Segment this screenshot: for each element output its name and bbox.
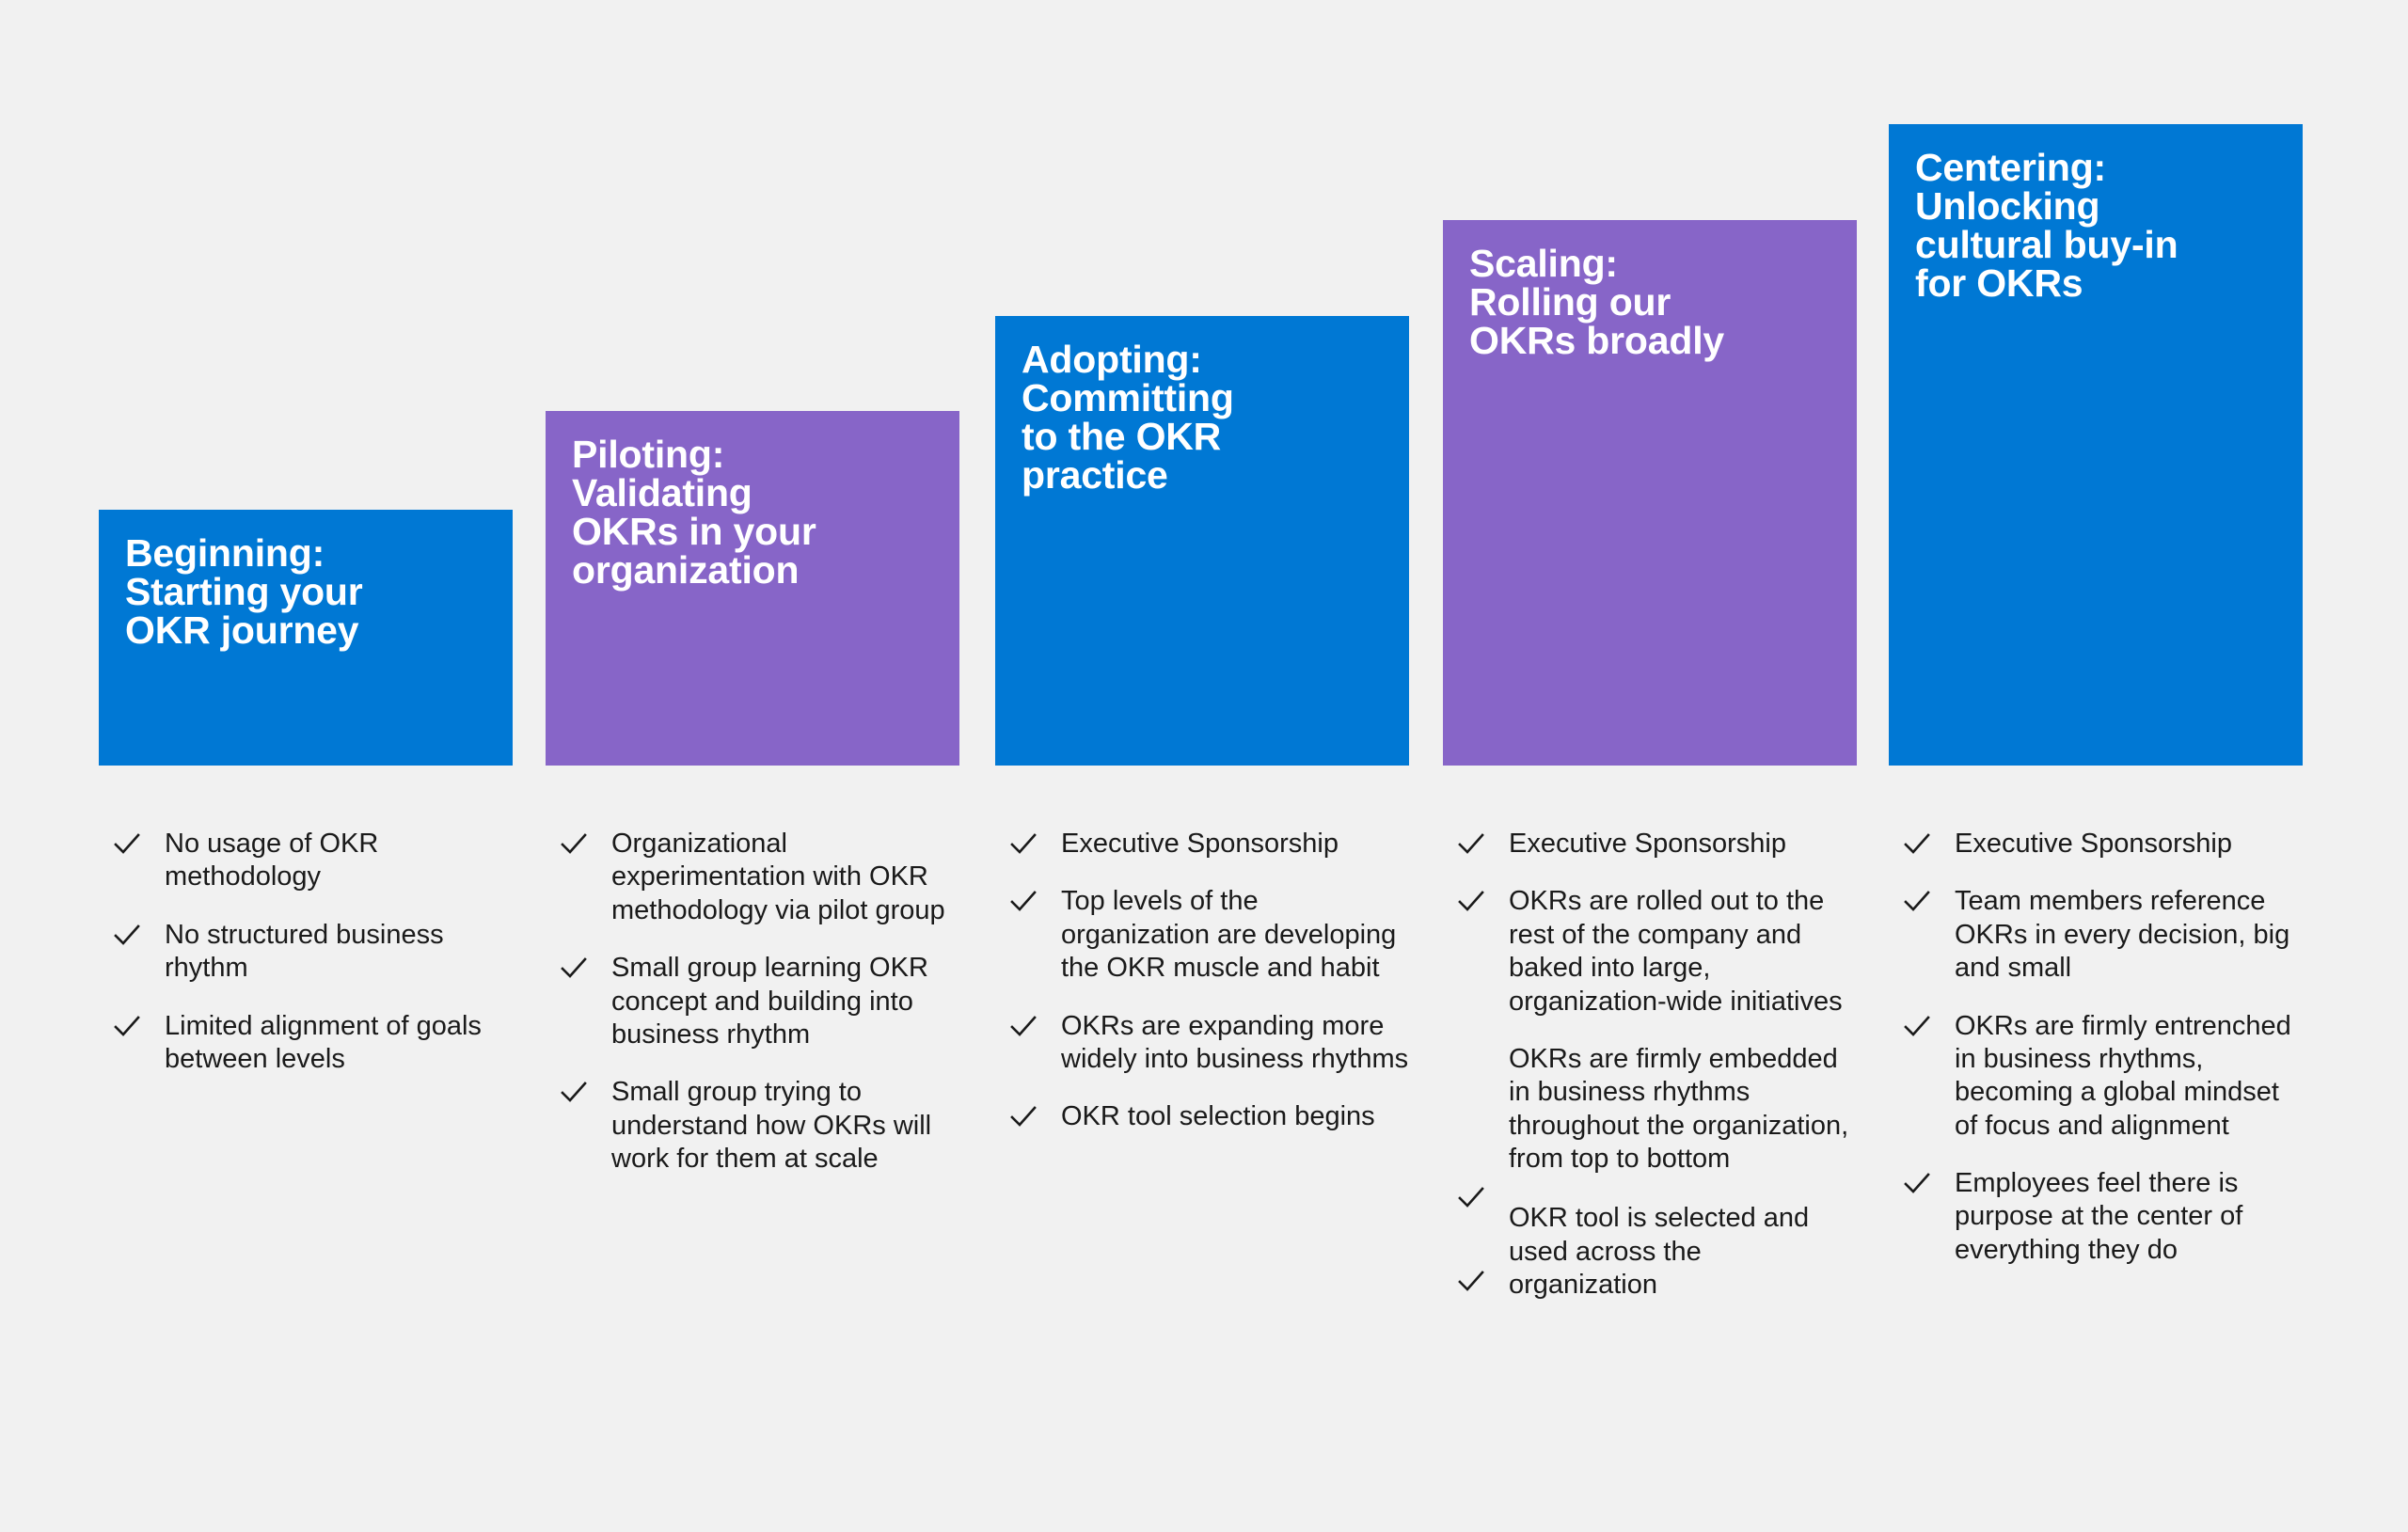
list-item: OKR tool selection begins [995,1100,1409,1133]
stage-bullets-beginning: No usage of OKR methodology No structure… [99,828,513,1076]
list-item-label: Top levels of the organization are devel… [1061,886,1397,984]
check-icon [1902,886,1932,916]
list-item-label: OKR tool selection begins [1061,1101,1375,1132]
check-icon [1902,829,1932,859]
list-item-label: Executive Sponsorship [1061,829,1339,859]
check-icon [1008,1101,1038,1131]
list-item-label: Employees feel there is purpose at the c… [1955,1168,2243,1265]
list-item-label: OKRs are expanding more widely into busi… [1061,1010,1409,1074]
check-icon [559,1077,589,1107]
list-item-label: No usage of OKR methodology [165,829,379,892]
check-icon [1902,1011,1932,1041]
list-item: OKRs are firmly entrenched in business r… [1889,1010,2303,1144]
stage-title-adopting: Adopting: Committing to the OKR practice [1022,338,1234,497]
check-icon [1008,886,1038,916]
list-item-label: No structured business rhythm [165,919,444,984]
stage-bullets-adopting: Executive Sponsorship Top levels of the … [995,828,1409,1134]
stage-column-piloting: Piloting: Validating OKRs in your organi… [546,0,959,1532]
stage-column-scaling: Scaling: Rolling our OKRs broadly Execut… [1443,0,1857,1532]
list-item-label: Team members reference OKRs in every dec… [1955,886,2290,984]
check-icon [112,1011,142,1041]
check-icon [1456,1266,1486,1296]
list-item-label: OKR tool is selected and used across the… [1509,1203,1810,1301]
list-item: Executive Sponsorship [1889,828,2303,861]
stage-title-scaling: Scaling: Rolling our OKRs broadly [1469,242,1724,362]
stage-bar-beginning: Beginning: Starting your OKR journey [99,510,513,766]
stage-bar-piloting: Piloting: Validating OKRs in your organi… [546,411,959,766]
check-icon [1902,1168,1932,1198]
stage-title-beginning: Beginning: Starting your OKR journey [125,531,363,652]
check-icon [112,920,142,950]
stage-bullets-centering: Executive Sponsorship Team members refer… [1889,828,2303,1267]
list-item-label: Executive Sponsorship [1509,829,1786,859]
stage-bar-scaling: Scaling: Rolling our OKRs broadly [1443,220,1857,766]
check-icon [112,829,142,859]
check-icon [1456,886,1486,916]
stage-bullets-piloting: Organizational experimentation with OKR … [546,828,959,1176]
list-item: OKRs are firmly embedded in business rhy… [1443,1043,1857,1208]
stage-column-beginning: Beginning: Starting your OKR journey No … [99,0,513,1532]
stage-bar-centering: Centering: Unlocking cultural buy-in for… [1889,124,2303,766]
list-item: Executive Sponsorship [1443,828,1857,861]
list-item: Limited alignment of goals between level… [99,1010,513,1077]
list-item-label: OKRs are firmly embedded in business rhy… [1509,1043,1849,1174]
list-item: Team members reference OKRs in every dec… [1889,885,2303,985]
check-icon [1456,829,1486,859]
list-item: Employees feel there is purpose at the c… [1889,1167,2303,1267]
list-item: Small group learning OKR concept and bui… [546,952,959,1051]
list-item: Small group trying to understand how OKR… [546,1076,959,1176]
check-icon [1008,829,1038,859]
list-item-label: Executive Sponsorship [1955,829,2232,859]
list-item: Organizational experimentation with OKR … [546,828,959,927]
list-item: OKRs are rolled out to the rest of the c… [1443,885,1857,1019]
check-icon [1456,1182,1486,1212]
stage-title-centering: Centering: Unlocking cultural buy-in for… [1915,146,2178,305]
stage-column-adopting: Adopting: Committing to the OKR practice… [995,0,1409,1532]
list-item-label: Limited alignment of goals between level… [165,1010,482,1074]
list-item: No usage of OKR methodology [99,828,513,894]
list-item-label: Small group trying to understand how OKR… [611,1077,932,1174]
list-item-label: Small group learning OKR concept and bui… [611,953,928,1050]
stage-title-piloting: Piloting: Validating OKRs in your organi… [572,433,816,592]
list-item-label: OKRs are rolled out to the rest of the c… [1509,886,1843,1017]
stage-bar-adopting: Adopting: Committing to the OKR practice [995,316,1409,766]
stage-column-centering: Centering: Unlocking cultural buy-in for… [1889,0,2303,1532]
list-item: OKR tool is selected and used across the… [1443,1202,1857,1302]
check-icon [1008,1011,1038,1041]
list-item: No structured business rhythm [99,919,513,986]
list-item-label: OKRs are firmly entrenched in business r… [1955,1010,2291,1141]
list-item: Top levels of the organization are devel… [995,885,1409,985]
list-item: Executive Sponsorship [995,828,1409,861]
list-item-label: Organizational experimentation with OKR … [611,829,945,925]
check-icon [559,829,589,859]
check-icon [559,953,589,983]
stage-bullets-scaling: Executive Sponsorship OKRs are rolled ou… [1443,828,1857,1327]
list-item: OKRs are expanding more widely into busi… [995,1010,1409,1077]
